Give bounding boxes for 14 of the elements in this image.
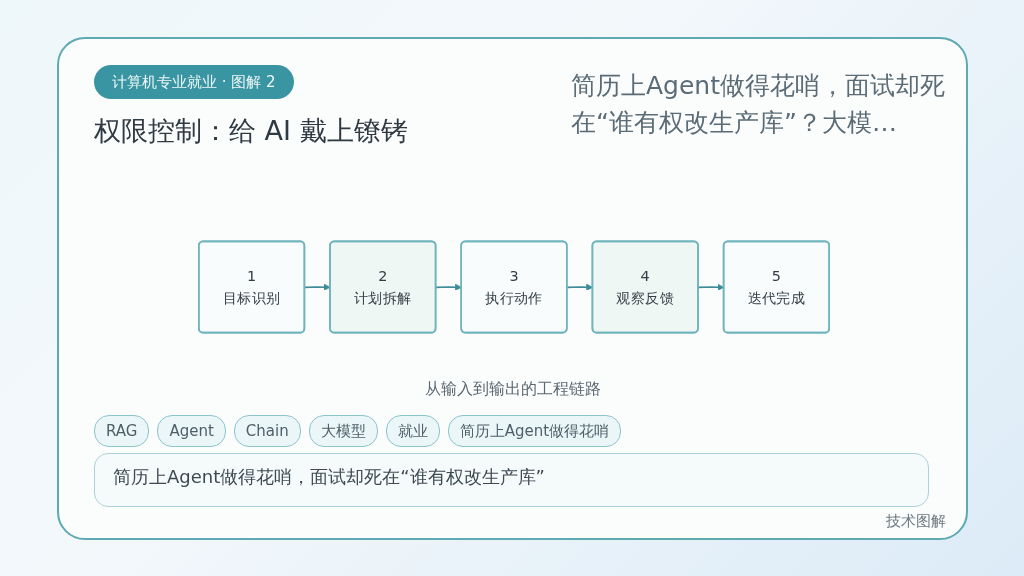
subtitle-text: 简历上Agent做得花哨，面试却死在“谁有权改生产库”？大模… (571, 70, 946, 139)
keyword-tag: 就业 (385, 415, 440, 447)
arrow (435, 283, 462, 291)
title: 权限控制：给 AI 戴上镣铐 (94, 114, 408, 148)
topic-badge: 计算机专业就业 · 图解 2 (94, 65, 294, 99)
arrow (304, 283, 331, 291)
keyword-tag: Agent (157, 415, 226, 447)
caption: 从输入到输出的工程链路 (423, 379, 602, 400)
keyword-tag: RAG (94, 415, 150, 447)
keyword-tag: Chain (233, 415, 301, 447)
keyword-tag: 大模型 (308, 415, 378, 447)
keyword-tag: 简历上Agent做得花哨 (447, 415, 622, 447)
footer-text: 技术图解 (886, 512, 946, 530)
note-panel: 简历上Agent做得花哨，面试却死在“谁有权改生产库” (94, 453, 929, 507)
